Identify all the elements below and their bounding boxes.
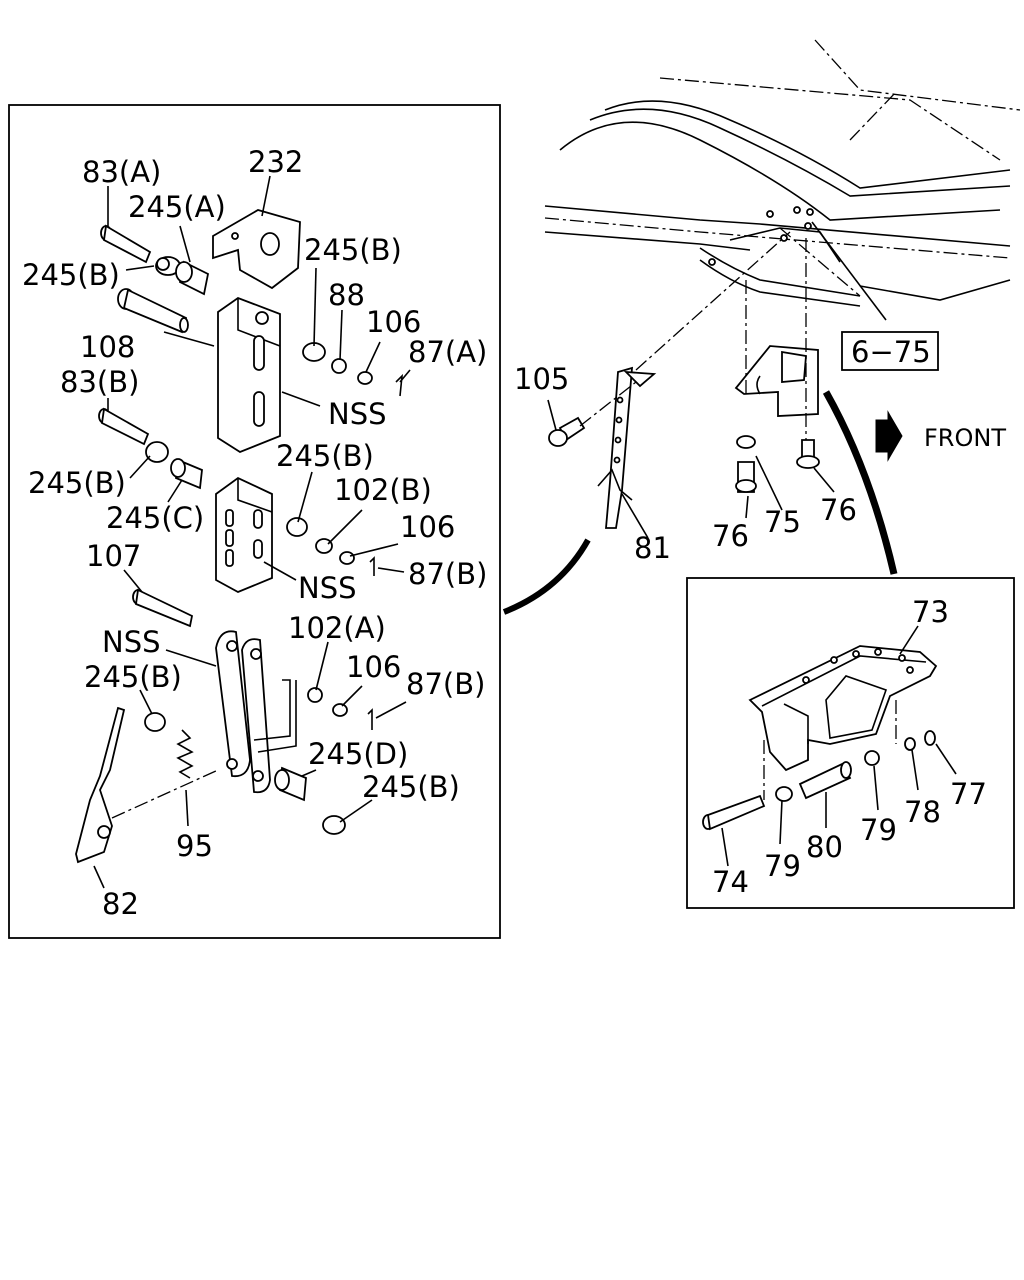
bushing-245b-3	[145, 441, 169, 463]
spring-95	[176, 729, 194, 779]
center-line-82	[111, 769, 219, 819]
washer-75	[736, 435, 756, 449]
label-245b-1: 245(B)	[22, 258, 120, 292]
bushing-245b-5	[144, 712, 166, 732]
label-102b: 102(B)	[334, 473, 432, 507]
washer-106-3	[332, 703, 348, 717]
label-95: 95	[176, 829, 213, 863]
pin-108	[117, 288, 189, 334]
washer-102b	[315, 538, 333, 554]
leader-lines-right	[547, 399, 835, 539]
bushing-245b-4	[286, 517, 308, 537]
bushing-80	[798, 761, 852, 800]
label-76-2: 76	[820, 493, 857, 527]
label-77: 77	[950, 777, 987, 811]
upper-nss-bracket	[217, 296, 281, 454]
label-79-2: 79	[860, 813, 897, 847]
leader-lines-left	[93, 175, 411, 889]
bushing-245d	[274, 766, 307, 802]
bushing-245b-top	[155, 256, 181, 276]
label-87b-2: 87(B)	[406, 667, 485, 701]
bolt-76-right	[796, 439, 820, 469]
label-232: 232	[248, 145, 303, 179]
label-83b: 83(B)	[60, 365, 139, 399]
bushing-245c	[170, 458, 203, 490]
label-74: 74	[712, 865, 749, 899]
bracket-73	[748, 645, 938, 772]
label-245d: 245(D)	[308, 737, 408, 771]
bracket-232	[212, 209, 301, 290]
label-83a: 83(A)	[82, 155, 161, 189]
leader-lines-right-inset	[721, 625, 957, 867]
label-245b-4: 245(B)	[276, 439, 374, 473]
lower-nss-link	[215, 630, 297, 794]
bushing-245a	[175, 260, 210, 296]
label-78: 78	[904, 795, 941, 829]
left-detail-frame	[8, 104, 501, 939]
pin-83a	[100, 224, 152, 264]
label-75: 75	[764, 505, 801, 539]
lever-81	[597, 366, 657, 529]
label-6-75: 6−75	[851, 335, 931, 369]
bushing-245b-6	[322, 815, 346, 835]
washer-78	[904, 737, 916, 751]
label-106-2: 106	[400, 510, 455, 544]
label-245b-6: 245(B)	[362, 770, 460, 804]
pin-74	[702, 794, 766, 831]
label-87b-1: 87(B)	[408, 557, 487, 591]
label-245b-5: 245(B)	[84, 660, 182, 694]
label-107: 107	[86, 539, 141, 573]
label-245b-2: 245(B)	[304, 233, 402, 267]
pin-107	[132, 588, 194, 628]
washer-106-1	[357, 371, 373, 385]
bushing-79-right	[864, 750, 880, 766]
label-245b-3: 245(B)	[28, 466, 126, 500]
label-106-1: 106	[366, 305, 421, 339]
label-front: FRONT	[924, 424, 1006, 452]
label-87a: 87(A)	[408, 335, 487, 369]
washer-88	[331, 358, 347, 374]
callout-curve-right	[822, 390, 898, 575]
pin-83b	[98, 407, 150, 446]
callout-curve-left	[502, 538, 591, 615]
center-line-105	[579, 381, 637, 427]
label-105: 105	[514, 362, 569, 396]
cotter-pin-87b-1	[369, 556, 375, 576]
cotter-pin-87a	[395, 373, 404, 397]
label-88: 88	[328, 278, 365, 312]
label-nss-1: NSS	[328, 397, 387, 431]
washer-102a	[307, 687, 323, 703]
label-82: 82	[102, 887, 139, 921]
label-76-1: 76	[712, 519, 749, 553]
label-245a: 245(A)	[128, 190, 226, 224]
center-line-81	[635, 231, 791, 371]
right-detail-frame	[686, 577, 1015, 909]
chassis-frame	[544, 39, 1021, 307]
label-106-3: 106	[346, 650, 401, 684]
label-245c: 245(C)	[106, 501, 204, 535]
label-102a: 102(A)	[288, 611, 386, 645]
bolt-105	[548, 416, 586, 447]
right-arrow-icon	[875, 410, 903, 462]
label-79-1: 79	[764, 849, 801, 883]
ref-box-6-75	[841, 331, 939, 371]
bushing-79-left	[775, 786, 793, 802]
cotter-pin-87b-2	[367, 708, 373, 730]
middle-nss-bracket	[215, 476, 273, 593]
leader-6-75	[811, 221, 887, 321]
label-nss-3: NSS	[102, 625, 161, 659]
label-80: 80	[806, 830, 843, 864]
label-81: 81	[634, 531, 671, 565]
label-nss-2: NSS	[298, 571, 357, 605]
label-108: 108	[80, 330, 135, 364]
label-73: 73	[912, 595, 949, 629]
lever-82	[75, 706, 126, 864]
clip-77	[924, 730, 936, 746]
bolt-76-left	[735, 461, 757, 493]
washer-106-2	[339, 551, 355, 565]
mount-bracket	[734, 345, 819, 417]
